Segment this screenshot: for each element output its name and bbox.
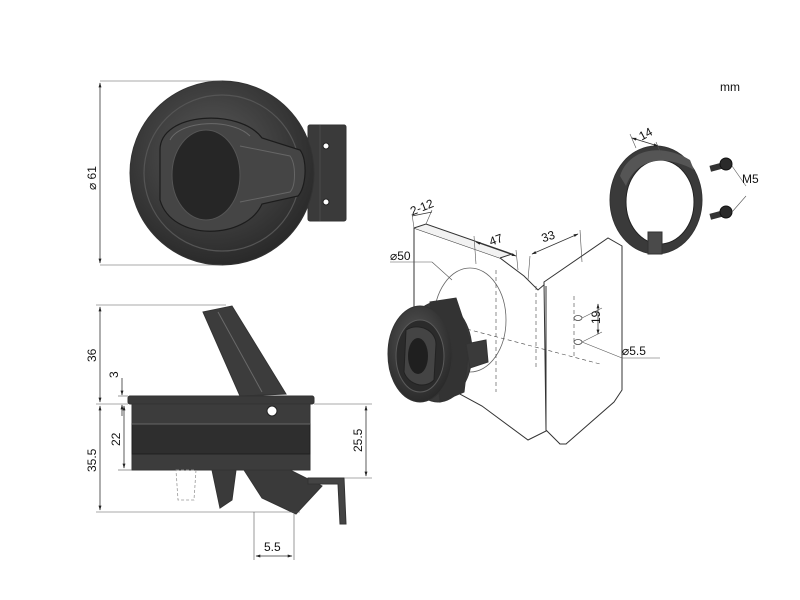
dim-2-12: 2-12 [408,196,436,218]
dim-25-5: 25.5 [351,428,365,452]
dim-3: 3 [107,371,121,378]
dim-36: 36 [85,348,99,362]
screw-top [709,157,733,172]
dim-19: 19 [589,310,603,324]
side-flange [127,395,315,405]
front-view: ⌀ 61 [85,80,347,266]
dim-diameter-61: ⌀ 61 [85,166,99,190]
dim-14: 14 [636,124,655,143]
dim-m5: M5 [742,172,759,186]
iso-right-panel [543,237,623,445]
dim-47: 47 [487,231,505,249]
screw-bottom [709,205,733,220]
dim-22: 22 [109,432,123,446]
dim-35-5: 35.5 [85,448,99,472]
iso-ring [609,145,703,255]
dim-33: 33 [540,228,557,246]
dim-dia-5-5: ⌀5.5 [622,344,646,358]
iso-latch [465,339,489,369]
isometric-view: M5 14 2-12 ⌀50 47 33 19 ⌀5.5 [387,124,759,445]
side-lever [202,305,287,397]
units-label: mm [720,80,740,94]
dim-5-5: 5.5 [264,540,281,554]
dim-dia-50: ⌀50 [390,249,411,263]
side-view: 36 3 35.5 22 25.5 5.5 [85,304,372,560]
side-latch [211,469,237,509]
